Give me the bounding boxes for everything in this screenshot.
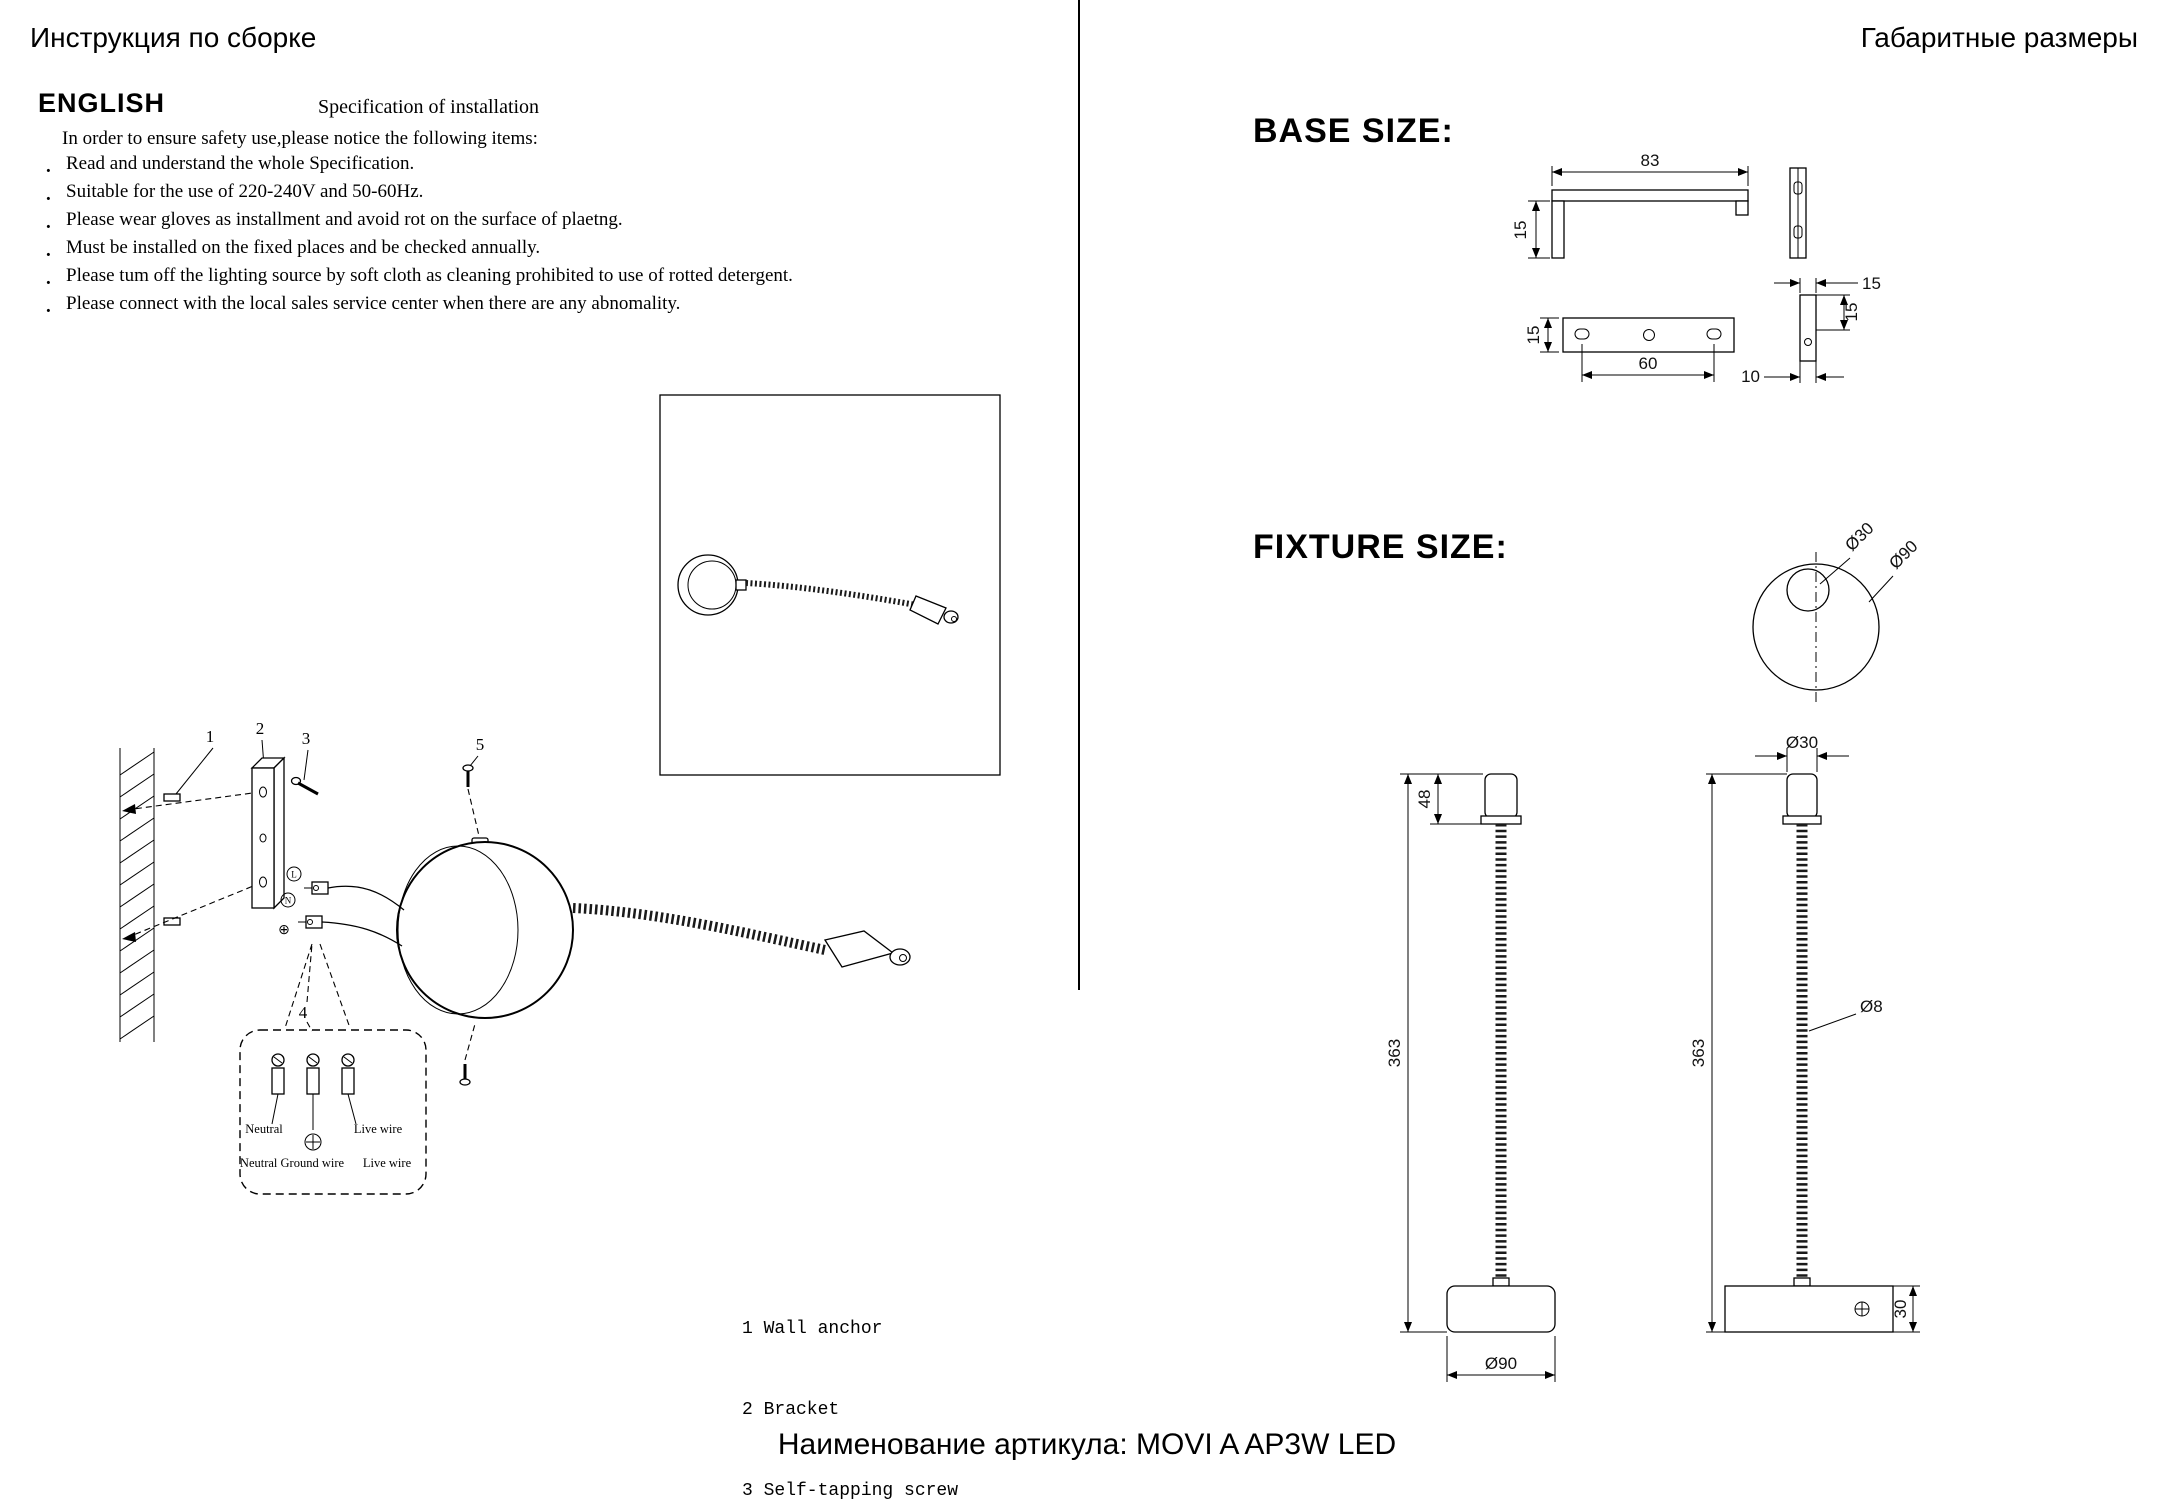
assembly-diagram: 1 2 3 5 4 <box>119 394 1001 1195</box>
dim-fixture-side-head-diameter: Ø30 <box>1786 733 1818 752</box>
screw-top-icon <box>462 764 480 837</box>
safety-item-text: Please connect with the local sales serv… <box>66 293 681 314</box>
terminal-letter-n: N <box>285 896 292 906</box>
dim-base-side-height: 15 <box>1842 303 1861 322</box>
safety-item-text: Please wear gloves as installment and av… <box>66 209 623 230</box>
safety-item-text: Please tum off the lighting source by so… <box>66 265 793 286</box>
lamp-inset-box <box>659 394 1001 776</box>
safety-item: . Please tum off the lighting source by … <box>46 265 1026 289</box>
bullet-dot: . <box>46 156 51 177</box>
bullet-dot: . <box>46 212 51 233</box>
spec-subtitle: Specification of installation <box>318 96 540 118</box>
dim-base-side-depth: 10 <box>1741 367 1760 386</box>
flexible-arm <box>572 903 827 955</box>
self-tapping-screw-icon <box>290 776 319 796</box>
dim-fixture-top-inner: Ø30 <box>1841 519 1877 555</box>
bracket <box>250 756 286 910</box>
safety-item-text: Read and understand the whole Specificat… <box>66 153 415 174</box>
page-title-russian-right: Габаритные размеры <box>1860 22 2138 53</box>
bullet-dot: . <box>46 240 51 261</box>
vertical-divider <box>1078 0 1080 990</box>
fixture-front-view: 363 48 Ø90 <box>1385 773 1556 1382</box>
safety-item: . Please connect with the local sales se… <box>46 293 1026 317</box>
safety-bullet-list: . Read and understand the whole Specific… <box>46 154 1026 322</box>
dimensions-diagram: 83 15 15 <box>1385 151 1922 1382</box>
dim-fixture-front-total-height: 363 <box>1385 1039 1404 1067</box>
callout-label-2: 2 <box>256 719 265 738</box>
wire-label-neutral-ground: Neutral Ground wire <box>240 1156 345 1170</box>
screw-bottom-icon <box>459 1023 476 1086</box>
dim-fixture-head-height: 48 <box>1415 790 1434 809</box>
wall-anchor-icons <box>122 791 264 942</box>
terminal-pin <box>306 1053 320 1130</box>
bullet-dot: . <box>46 184 51 205</box>
fixture-size-heading: FIXTURE SIZE: <box>1253 528 1508 566</box>
base-top-view: 83 15 <box>1511 151 1749 259</box>
dim-base-side-width: 15 <box>1862 274 1881 293</box>
page-title-russian-left: Инструкция по сборке <box>30 22 317 53</box>
terminal-connector: L N ⊕ <box>278 866 405 947</box>
terminal-pin <box>341 1053 357 1125</box>
callout-label-5: 5 <box>476 735 485 754</box>
bullet-dot: . <box>46 268 51 289</box>
terminal-detail-box: Neutral Live wire Neutral Ground wire Li… <box>239 943 427 1195</box>
callout-label-3: 3 <box>302 729 311 748</box>
earth-symbol <box>304 1133 322 1151</box>
base-front-view: 15 60 <box>1524 317 1735 382</box>
language-heading: ENGLISH <box>38 88 166 118</box>
lamp-body <box>396 837 574 1019</box>
callout-labels: 1 2 3 5 4 <box>175 719 485 1032</box>
callout-label-1: 1 <box>206 727 215 746</box>
fixture-top-view: Ø30 Ø90 <box>1752 519 1922 702</box>
dim-fixture-top-outer: Ø90 <box>1885 537 1921 573</box>
parts-list-item: 1 Wall anchor <box>742 1319 883 1339</box>
wire-label-live-2: Live wire <box>363 1156 412 1170</box>
fixture-side-view: Ø30 Ø8 363 30 <box>1689 733 1920 1333</box>
safety-item: . Must be installed on the fixed places … <box>46 237 1026 261</box>
wall-hatching <box>119 748 155 1042</box>
dim-base-front-height: 15 <box>1524 326 1543 345</box>
dim-neck-diameter: Ø8 <box>1860 997 1883 1016</box>
base-side-view-top <box>1789 167 1807 259</box>
dim-base-top-width: 83 <box>1641 151 1660 170</box>
terminal-letter-earth: ⊕ <box>278 923 290 938</box>
wire-label-live: Live wire <box>354 1122 403 1136</box>
safety-item-text: Must be installed on the fixed places an… <box>66 237 541 258</box>
parts-list-item: 2 Bracket <box>742 1400 840 1420</box>
dim-base-hole-spacing: 60 <box>1639 354 1658 373</box>
safety-item-text: Suitable for the use of 220-240V and 50-… <box>66 181 424 202</box>
base-screw-symbol <box>1854 1301 1870 1317</box>
terminal-pin <box>271 1053 285 1125</box>
safety-item: . Suitable for the use of 220-240V and 5… <box>46 181 1026 205</box>
parts-list: 1 Wall anchor 2 Bracket 3 Self-tapping s… <box>742 1262 958 1500</box>
dim-fixture-base-diameter: Ø90 <box>1485 1354 1517 1373</box>
lamp-head <box>823 930 911 968</box>
dim-fixture-side-total-height: 363 <box>1689 1039 1708 1067</box>
parts-list-item: 3 Self-tapping screw <box>742 1481 959 1500</box>
article-name: Наименование артикула: MOVI A AP3W LED <box>777 1428 1397 1461</box>
base-side-view-bottom: 15 15 10 <box>1741 274 1881 386</box>
safety-item: . Please wear gloves as installment and … <box>46 209 1026 233</box>
safety-item: . Read and understand the whole Specific… <box>46 153 1026 177</box>
dim-base-height: 30 <box>1891 1300 1910 1319</box>
intro-line: In order to ensure safety use,please not… <box>62 128 538 149</box>
wire-label-neutral: Neutral <box>245 1122 283 1136</box>
callout-label-4: 4 <box>299 1003 308 1022</box>
dim-base-top-height: 15 <box>1511 221 1530 240</box>
terminal-letter-l: L <box>291 870 297 880</box>
bullet-dot: . <box>46 296 51 317</box>
base-size-heading: BASE SIZE: <box>1253 112 1454 150</box>
